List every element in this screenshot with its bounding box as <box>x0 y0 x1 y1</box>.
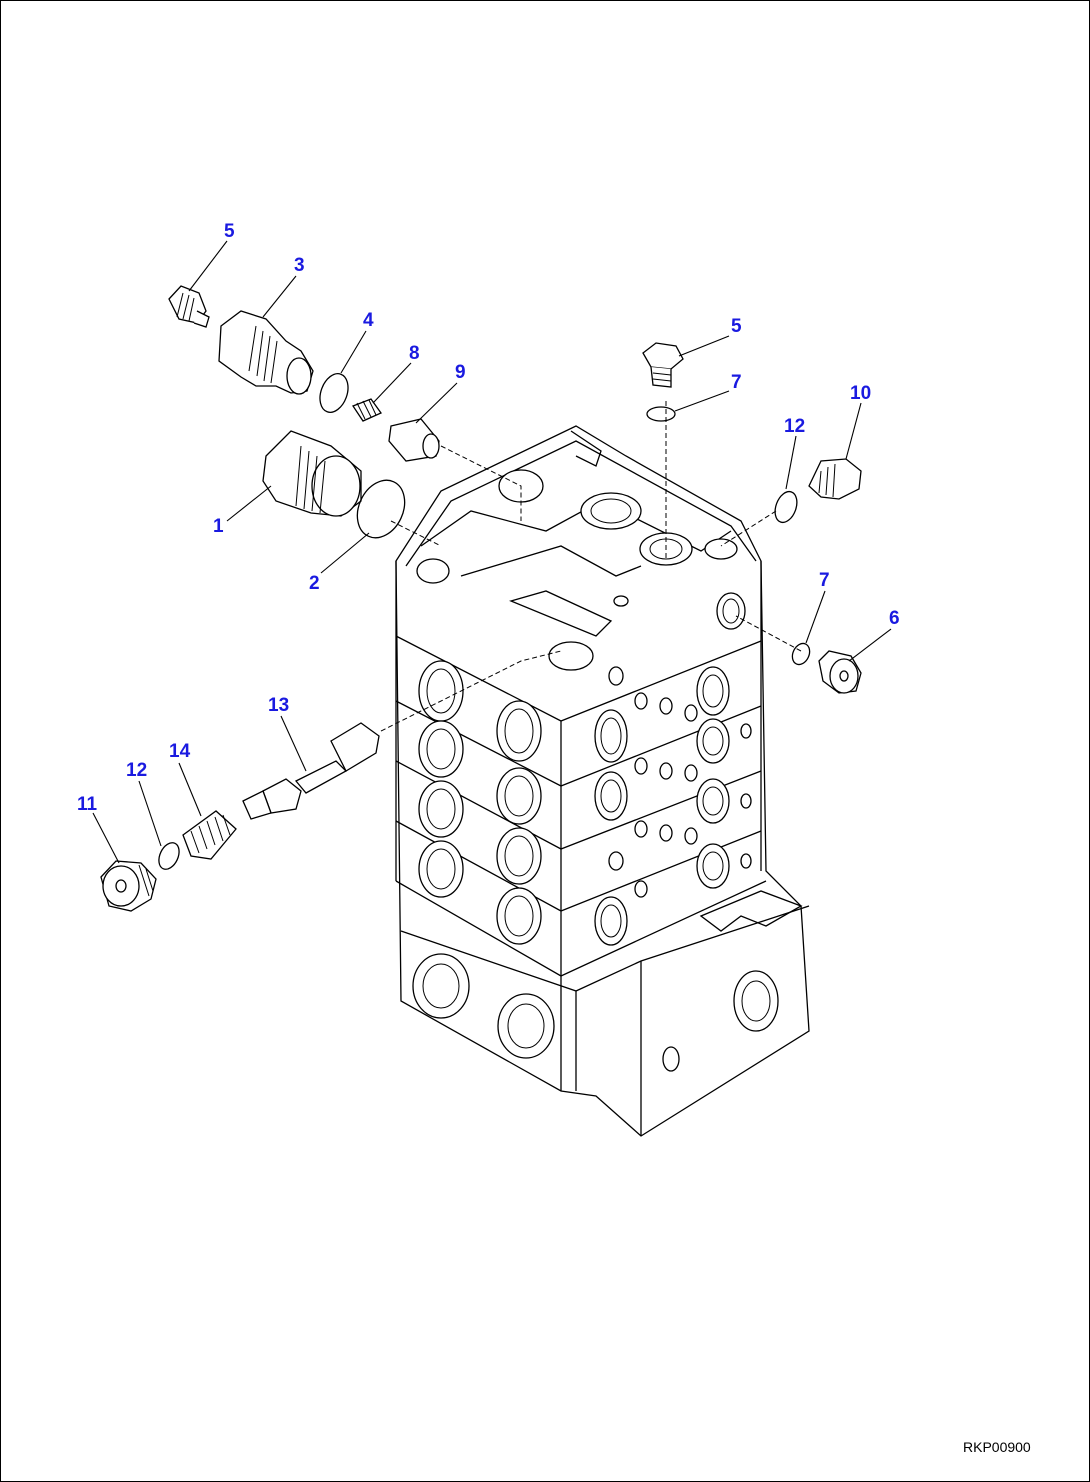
part-plug-5-left <box>168 285 210 328</box>
part-oring-7-top <box>646 406 676 422</box>
part-oring-12-left <box>158 842 180 870</box>
callout-11-plug: 11 <box>77 794 98 815</box>
part-oring-12-right <box>774 490 798 524</box>
callout-labels: 5 3 4 8 9 1 2 5 7 10 12 7 6 13 14 12 11 <box>77 221 900 815</box>
callout-10-plug: 10 <box>850 383 871 404</box>
callout-1-plug: 1 <box>213 516 224 537</box>
callout-6-plug: 6 <box>889 608 900 629</box>
part-poppet-9 <box>388 418 440 462</box>
callout-12-oring-left: 12 <box>126 760 147 781</box>
part-spool-13 <box>242 722 380 820</box>
part-plug-1 <box>262 430 362 517</box>
part-housing-3 <box>218 310 314 395</box>
callout-9-poppet: 9 <box>455 362 466 383</box>
callout-7-oring-right: 7 <box>819 570 830 591</box>
part-plug-6 <box>818 650 862 694</box>
body-ports-right <box>594 592 779 1072</box>
callout-2-oring: 2 <box>309 573 320 594</box>
part-plug-5-top <box>642 342 684 388</box>
callout-7-oring-top: 7 <box>731 372 742 393</box>
part-plug-10 <box>808 458 862 500</box>
callout-13-spool: 13 <box>268 695 289 716</box>
leader-lines <box>92 240 892 864</box>
assembly-centerlines <box>380 401 802 732</box>
callout-3-housing: 3 <box>294 255 305 276</box>
drawing-reference-id: RKP00900 <box>963 1439 1031 1455</box>
part-spring-14 <box>182 810 237 860</box>
callout-12-oring-right: 12 <box>784 416 805 437</box>
control-valve-body <box>395 425 810 1137</box>
callout-5-plug: 5 <box>224 221 235 242</box>
part-spring-8 <box>352 398 382 422</box>
callout-5-plug-top: 5 <box>731 316 742 337</box>
part-oring-4 <box>319 373 349 413</box>
body-ports-top <box>416 469 738 671</box>
callout-4-oring: 4 <box>363 310 374 331</box>
callout-8-spring: 8 <box>409 343 420 364</box>
part-oring-2 <box>356 479 406 539</box>
part-plug-11 <box>100 860 157 912</box>
body-ports-left <box>412 660 555 1059</box>
part-oring-7-right <box>791 642 811 666</box>
callout-14-spring: 14 <box>169 741 191 762</box>
